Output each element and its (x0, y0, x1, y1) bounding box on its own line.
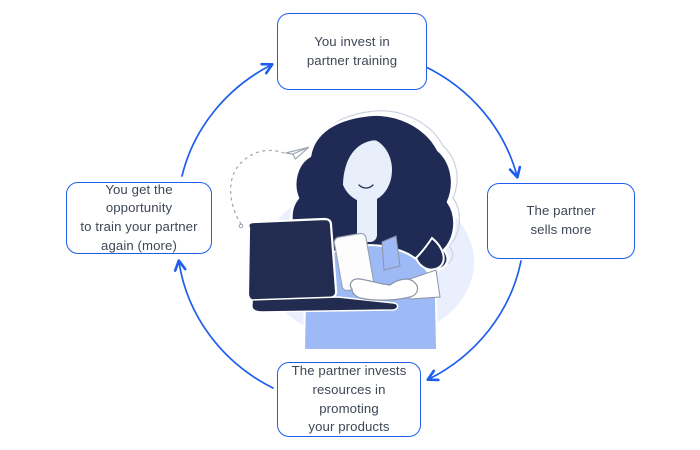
paper-plane-icon (285, 146, 310, 160)
arrow-top-to-right (423, 65, 522, 179)
node-partner-sells-more: The partner sells more (487, 183, 635, 259)
neck (357, 192, 377, 242)
arrow-right-to-bottom (426, 260, 522, 382)
arrow-left-to-top (181, 62, 274, 177)
node-train-partner-again: You get the opportunity to train your pa… (66, 182, 212, 254)
sleeve-cuff (381, 235, 401, 271)
hair-fringe (337, 117, 399, 187)
laptop-screen (246, 217, 338, 303)
node-invest-in-training: You invest in partner training (277, 13, 427, 90)
hand (349, 278, 419, 301)
smile (358, 184, 374, 189)
arrow-bottom-to-left (173, 259, 274, 389)
flight-path-start-dot (238, 223, 244, 229)
node-label: The partner sells more (526, 203, 596, 237)
hair-lock (414, 236, 445, 271)
laptop-base (251, 296, 399, 313)
node-label: The partner invests resources in promoti… (291, 363, 407, 435)
woman-laptop-illustration (230, 110, 474, 351)
node-label: You invest in partner training (306, 33, 398, 68)
face (340, 138, 392, 202)
node-label: You get the opportunity to train your pa… (80, 181, 198, 253)
node-partner-invests-resources: The partner invests resources in promoti… (277, 362, 421, 437)
cycle-arrows (173, 62, 522, 389)
dashed-flight-path (230, 149, 285, 225)
